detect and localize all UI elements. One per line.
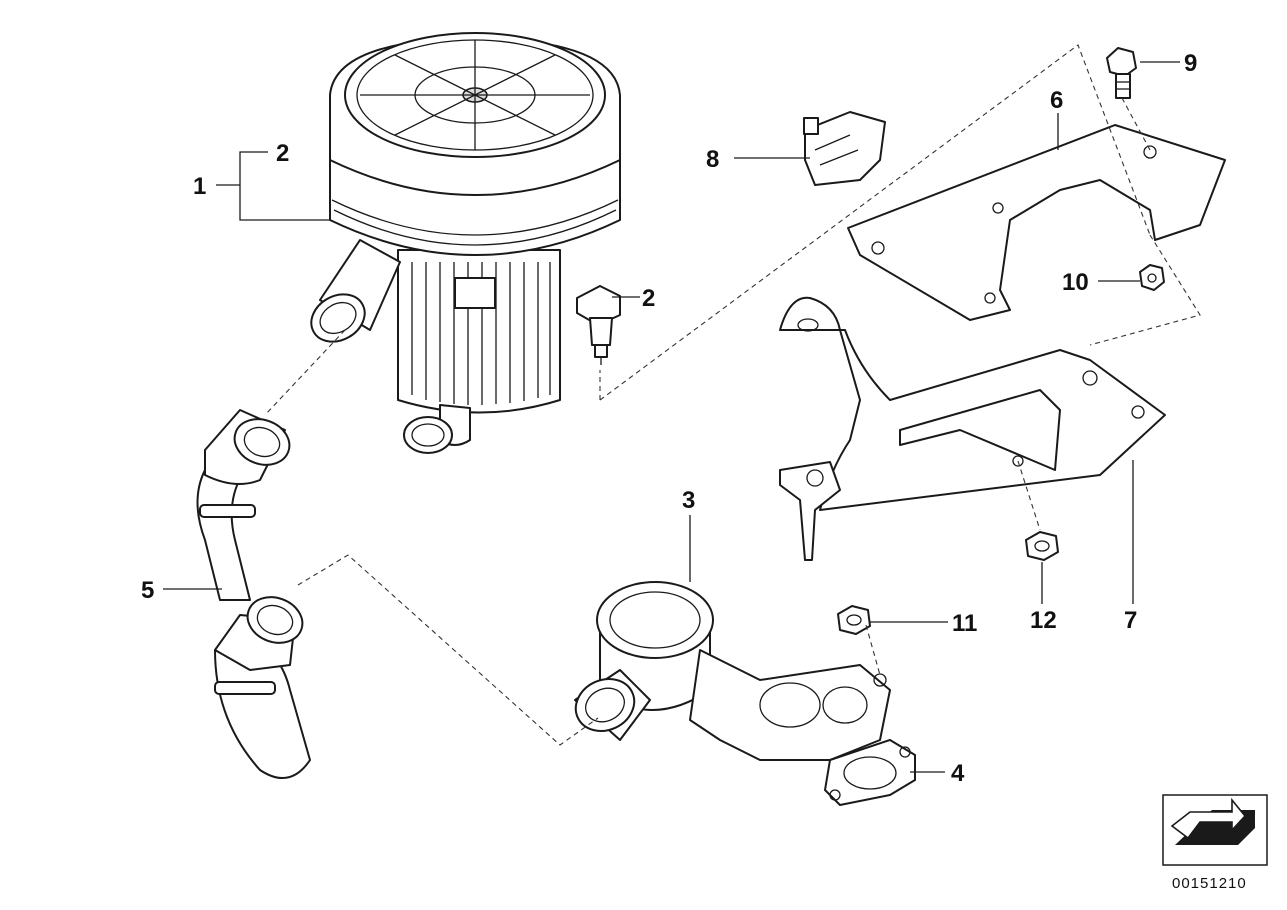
- callout-2-plug: 2: [642, 285, 655, 312]
- catalog-number: 00151210: [1172, 875, 1247, 892]
- bracket-7: [779, 296, 1166, 561]
- callouts: 1 2 2 3 4 5 6 7 8 9 10 11 12: [141, 50, 1197, 787]
- bolt: [1106, 47, 1137, 99]
- callout-6: 6: [1050, 87, 1063, 114]
- check-valve: [574, 581, 891, 761]
- callout-3: 3: [682, 487, 695, 514]
- leader-lines: [163, 61, 1180, 773]
- callout-5: 5: [141, 577, 154, 604]
- nut-12: [1025, 531, 1059, 561]
- clip-holder: [803, 111, 886, 186]
- bracket-6: [847, 124, 1226, 321]
- callout-10: 10: [1062, 269, 1089, 296]
- hose: [196, 409, 311, 779]
- callout-1: 1: [193, 173, 206, 200]
- air-pump: [310, 32, 621, 454]
- nut-11: [837, 605, 871, 635]
- callout-11: 11: [952, 610, 977, 637]
- connector-plug: [576, 285, 621, 365]
- callout-8: 8: [706, 146, 719, 173]
- callout-7: 7: [1124, 607, 1137, 634]
- callout-4: 4: [951, 760, 965, 787]
- arrow-icon: [1162, 794, 1268, 866]
- callout-9: 9: [1184, 50, 1197, 77]
- assembly-lines: [264, 44, 1201, 746]
- callout-2-pump: 2: [276, 140, 289, 167]
- gasket: [824, 739, 916, 806]
- callout-12: 12: [1030, 607, 1057, 634]
- nut-10: [1139, 264, 1165, 291]
